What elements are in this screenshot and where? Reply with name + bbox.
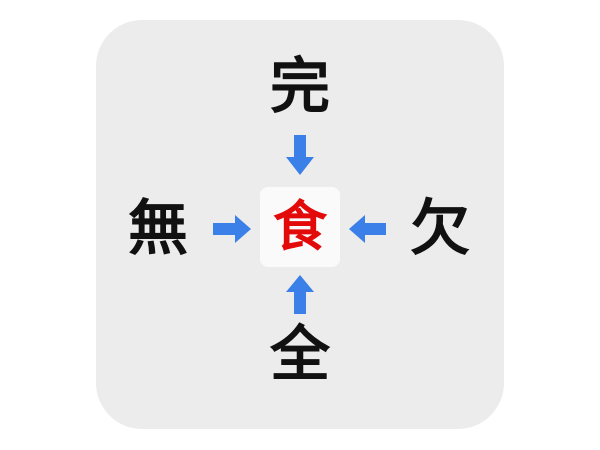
bottom-kanji: 全 <box>270 320 330 390</box>
center-kanji: 食 <box>273 195 327 258</box>
arrow-left-icon <box>349 215 386 243</box>
arrow-down-icon <box>286 135 314 175</box>
arrow-up-icon <box>286 275 314 314</box>
arrow-right-icon <box>213 215 251 243</box>
answer-box: 食 <box>260 187 340 267</box>
right-kanji: 欠 <box>410 194 470 264</box>
left-kanji: 無 <box>128 194 188 264</box>
top-kanji: 完 <box>270 52 330 122</box>
